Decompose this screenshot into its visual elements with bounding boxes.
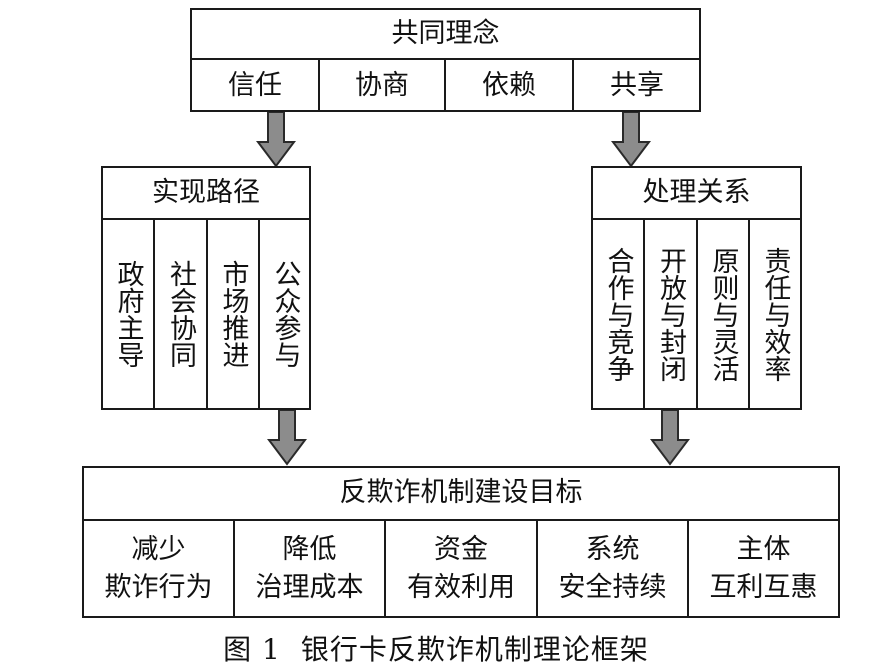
divider <box>643 218 645 410</box>
goal-line-1: 资金 <box>434 534 488 566</box>
goal-line-1: 主体 <box>736 534 791 566</box>
path-market-promotion: 市场推进 <box>217 260 249 368</box>
concept-trust: 信任 <box>228 70 282 102</box>
concept-consultation: 协商 <box>355 70 409 102</box>
down-arrow-icon <box>650 410 690 466</box>
divider <box>384 519 386 618</box>
figure-caption: 图 1 银行卡反欺诈机制理论框架 <box>0 628 872 668</box>
down-arrow-icon <box>611 112 651 168</box>
relation-open-closed: 开放与封闭 <box>655 246 686 382</box>
relation-principle-flexibility: 原则与灵活 <box>707 246 739 382</box>
goals-box <box>82 466 840 618</box>
divider <box>572 58 574 112</box>
divider <box>318 58 320 112</box>
divider <box>82 519 840 521</box>
implementation-path-title: 实现路径 <box>152 176 260 208</box>
concept-sharing: 共享 <box>610 70 664 102</box>
path-social-collaboration: 社会协同 <box>165 260 196 368</box>
divider <box>687 519 689 618</box>
down-arrow-icon <box>267 410 307 466</box>
handle-relations-title: 处理关系 <box>642 176 751 208</box>
goal-line-2: 欺诈行为 <box>104 571 213 603</box>
divider <box>233 519 235 618</box>
goal-reduce-fraud: 减少 欺诈行为 <box>84 521 233 616</box>
goal-mutual-benefit: 主体 互利互惠 <box>689 521 838 616</box>
path-government-led: 政府主导 <box>112 260 144 368</box>
divider <box>536 519 538 618</box>
goal-line-1: 系统 <box>585 534 640 566</box>
divider <box>206 218 208 410</box>
goal-lower-cost: 降低 治理成本 <box>235 521 384 616</box>
goals-title: 反欺诈机制建设目标 <box>339 477 583 509</box>
relation-responsibility-efficiency: 责任与效率 <box>759 246 791 382</box>
divider <box>153 218 155 410</box>
shared-concepts-title: 共同理念 <box>391 17 500 49</box>
goal-line-2: 安全持续 <box>558 571 667 603</box>
relation-cooperation-competition: 合作与竞争 <box>602 246 634 382</box>
divider <box>696 218 698 410</box>
goal-line-2: 有效利用 <box>407 571 515 603</box>
goal-line-1: 降低 <box>282 534 337 566</box>
down-arrow-icon <box>256 112 296 168</box>
divider <box>748 218 750 410</box>
figure-title: 银行卡反欺诈机制理论框架 <box>300 633 649 666</box>
divider <box>444 58 446 112</box>
goal-line-2: 治理成本 <box>255 571 364 603</box>
concept-dependence: 依赖 <box>482 70 536 102</box>
goal-line-2: 互利互惠 <box>709 571 818 603</box>
figure-number: 图 1 <box>223 633 281 666</box>
path-public-participation: 公众参与 <box>269 260 301 368</box>
goal-system-security: 系统 安全持续 <box>538 521 687 616</box>
divider <box>258 218 260 410</box>
goal-line-1: 减少 <box>131 534 186 566</box>
goal-effective-funds: 资金 有效利用 <box>386 521 536 616</box>
